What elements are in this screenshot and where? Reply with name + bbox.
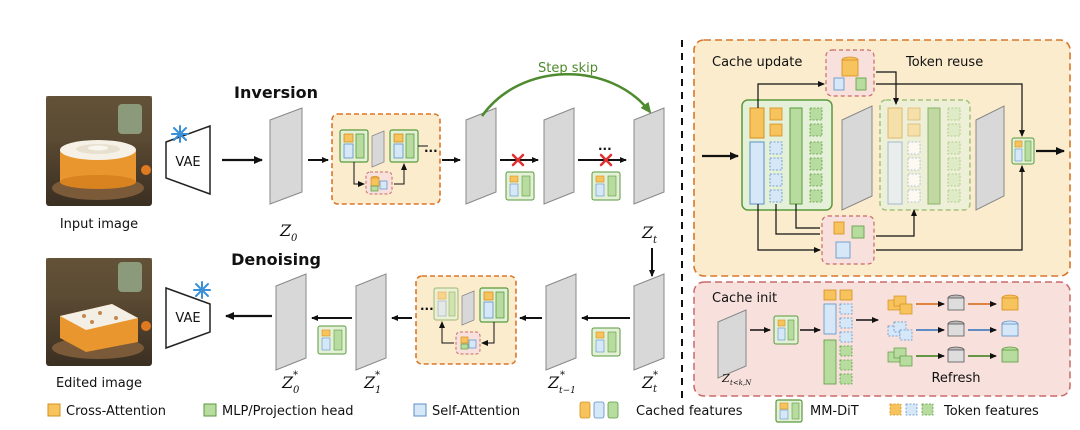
token-stack [823, 289, 853, 385]
svg-text:0: 0 [291, 233, 298, 244]
legend-cached-features: Cached features [636, 404, 743, 419]
svg-text:Z: Z [363, 373, 376, 392]
legend-mlp-projection: MLP/Projection head [222, 404, 354, 419]
cache-icon [825, 49, 875, 97]
latent-label-z1-star: Z 1 * [363, 370, 381, 396]
mmdit-icon [775, 399, 803, 423]
latent-plane [633, 273, 665, 371]
svg-text:t<k,N: t<k,N [730, 379, 752, 387]
token-features-icon [889, 403, 934, 416]
ellipsis: ... [598, 139, 612, 153]
refresh-label: Refresh [931, 371, 980, 386]
svg-text:t−1: t−1 [559, 386, 576, 396]
latent-label-init: Z t<k,N [721, 372, 752, 387]
svg-text:Z: Z [721, 372, 730, 385]
latent-label-zt-star: Z t * [641, 370, 658, 395]
latent-label-z0: Z 0 [279, 221, 298, 244]
mmdit-block-reuse [879, 99, 971, 211]
ellipsis: ... [424, 141, 438, 155]
legend-cross-attention: Cross-Attention [66, 404, 166, 419]
cache-init-panel: Cache init Z t<k,N [693, 281, 1071, 397]
svg-text:*: * [560, 370, 565, 381]
latent-plane [269, 107, 303, 205]
latent-plane [975, 105, 1005, 211]
latent-plane [717, 309, 747, 379]
cached-features-icon [579, 401, 619, 419]
mmdit-icon [591, 171, 621, 201]
latent-label-z0-star: Z 0 * [281, 370, 300, 396]
mmdit-icon [317, 325, 347, 355]
mmdit-icon [591, 327, 621, 357]
mmdit-icon [773, 315, 799, 345]
edited-image [46, 258, 152, 366]
skip-cross-icon [511, 153, 525, 167]
cache-update-panel: Cache update Token reuse [693, 39, 1071, 277]
vae-decoder: VAE [165, 281, 211, 350]
latent-plane [841, 105, 873, 211]
mmdit-icon [433, 287, 459, 321]
denoising-dit-block: ... [415, 275, 517, 365]
svg-text:t: t [653, 235, 658, 246]
snowflake-icon [171, 125, 189, 143]
mmdit-icon [1011, 137, 1035, 165]
database-icon [947, 294, 965, 363]
edited-image-caption: Edited image [56, 376, 142, 391]
svg-text:*: * [293, 370, 298, 381]
vae-decoder-label: VAE [175, 311, 200, 326]
denoising-title: Denoising [231, 250, 321, 269]
mmdit-icon [339, 129, 369, 163]
cache-update-label: Cache update [712, 55, 802, 70]
step-skip-arrow [480, 73, 652, 117]
legend-self-attention: Self-Attention [432, 404, 520, 419]
mmdit-icon [505, 171, 535, 201]
vae-encoder-label: VAE [175, 155, 200, 170]
skip-cross-icon [599, 153, 613, 167]
latent-plane [465, 107, 497, 205]
ellipsis: ... [420, 299, 434, 313]
latent-plane [355, 273, 387, 371]
mmdit-icon [479, 287, 509, 323]
legend-mmdit: MM-DiT [810, 404, 859, 419]
latent-plane [545, 273, 577, 371]
inversion-title: Inversion [234, 83, 318, 102]
cached-features-icon [1001, 294, 1019, 363]
cache-icon [365, 171, 393, 195]
token-features-green [887, 347, 913, 367]
svg-text:1: 1 [375, 385, 381, 396]
mmdit-icon [389, 129, 419, 163]
svg-text:Z: Z [547, 373, 560, 392]
token-features-orange [887, 295, 913, 315]
token-features-blue [887, 321, 913, 341]
latent-label-zt-minus-1-star: Z t−1 * [547, 370, 576, 396]
svg-text:0: 0 [293, 385, 300, 396]
inversion-dit-block: ... [331, 113, 441, 205]
svg-text:Z: Z [641, 373, 654, 392]
svg-text:*: * [653, 370, 658, 381]
mmdit-block-compute [741, 99, 833, 211]
svg-text:Z: Z [279, 221, 292, 240]
legend-token-features: Token features [943, 404, 1039, 419]
latent-plane [633, 107, 665, 205]
snowflake-icon [193, 281, 211, 299]
latent-plane [543, 107, 575, 205]
input-image [46, 96, 152, 206]
cache-icon [821, 215, 875, 265]
step-skip-label: Step skip [538, 61, 598, 76]
latent-plane [275, 273, 307, 371]
vae-encoder: VAE [165, 124, 211, 196]
cache-icon [455, 331, 481, 355]
cache-init-label: Cache init [712, 291, 777, 306]
legend: Cross-Attention MLP/Projection head Self… [47, 399, 1039, 423]
svg-text:Z: Z [281, 373, 294, 392]
input-image-caption: Input image [60, 217, 138, 232]
token-reuse-label: Token reuse [905, 55, 983, 70]
latent-label-zt: Z t [641, 223, 658, 246]
svg-text:t: t [653, 384, 658, 395]
svg-text:Z: Z [641, 223, 654, 242]
svg-text:*: * [375, 370, 380, 381]
